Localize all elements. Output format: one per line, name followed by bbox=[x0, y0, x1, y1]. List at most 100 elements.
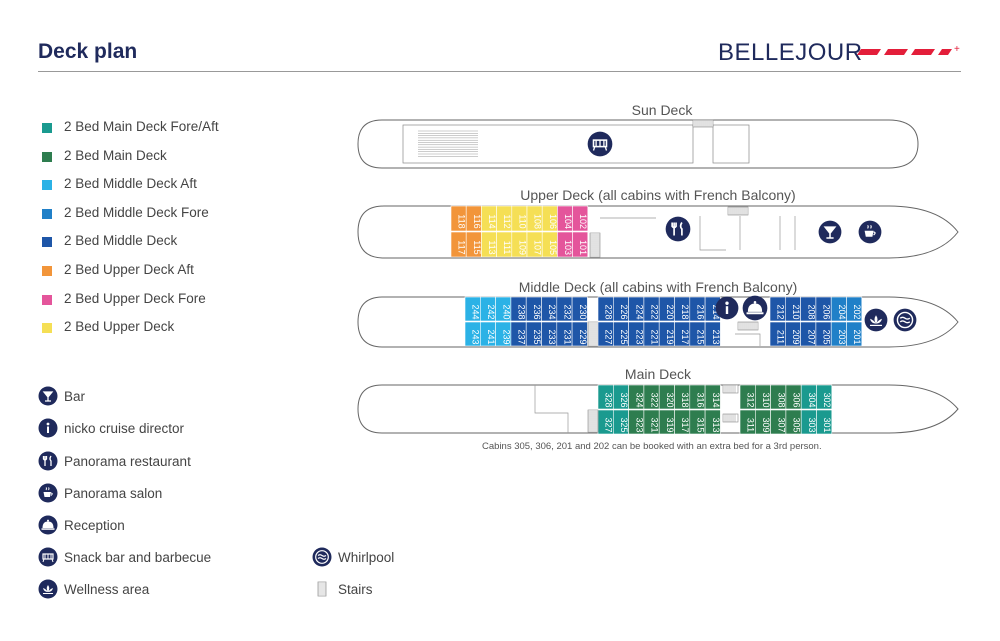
sun-deck-area bbox=[402, 124, 694, 164]
cabin: 211 bbox=[769, 321, 786, 347]
cabin-number: 117 bbox=[457, 240, 467, 254]
lotus-icon bbox=[864, 308, 888, 332]
cabin: 226 bbox=[612, 296, 629, 322]
cabin-number: 105 bbox=[548, 240, 558, 255]
cabin-number: 311 bbox=[746, 418, 756, 432]
cabin: 107 bbox=[526, 231, 543, 258]
cabin-number: 213 bbox=[711, 329, 721, 344]
cabin: 201 bbox=[846, 321, 862, 347]
stairs-icon bbox=[727, 206, 749, 216]
cabin-number: 242 bbox=[486, 304, 496, 319]
stairs-icon bbox=[692, 119, 714, 128]
cabin-number: 312 bbox=[746, 392, 756, 407]
cabin-number: 317 bbox=[680, 417, 690, 432]
cabin-number: 238 bbox=[517, 304, 527, 319]
cabin: 217 bbox=[674, 321, 690, 347]
cabin: 216 bbox=[689, 296, 705, 322]
cabin-number: 104 bbox=[563, 214, 573, 229]
cabin-number: 323 bbox=[634, 417, 644, 432]
cabin-number: 115 bbox=[472, 240, 482, 254]
legend-label: 2 Bed Main Deck bbox=[64, 147, 167, 163]
cabin: 225 bbox=[612, 321, 629, 347]
cabin: 219 bbox=[658, 321, 675, 347]
cabin: 204 bbox=[830, 296, 847, 322]
legend-swatch bbox=[42, 208, 52, 219]
cabin: 234 bbox=[541, 296, 557, 322]
cabin: 315 bbox=[689, 409, 705, 435]
cabin: 320 bbox=[658, 384, 675, 410]
stairs-icon bbox=[587, 321, 599, 347]
cabin-number: 202 bbox=[852, 304, 862, 319]
cabin: 110 bbox=[511, 205, 527, 232]
legend-label: 2 Bed Main Deck Fore/Aft bbox=[64, 119, 219, 134]
cabin: 231 bbox=[556, 321, 572, 347]
cabin-number: 326 bbox=[619, 392, 629, 407]
bell-icon bbox=[742, 295, 768, 321]
cabin: 229 bbox=[571, 321, 588, 347]
cabin: 310 bbox=[754, 384, 771, 410]
cabin: 323 bbox=[628, 409, 644, 435]
cabin: 215 bbox=[689, 321, 705, 347]
cabin-number: 239 bbox=[501, 329, 511, 344]
cabin-cell bbox=[571, 321, 588, 347]
cabin: 118 bbox=[450, 205, 467, 232]
facility-label: Panorama restaurant bbox=[64, 454, 191, 469]
cabin: 316 bbox=[689, 384, 705, 410]
cabin: 232 bbox=[556, 296, 572, 322]
cabin-number: 237 bbox=[517, 329, 527, 344]
cabin: 244 bbox=[464, 296, 481, 322]
cabin-cell bbox=[704, 409, 721, 435]
cabin-number: 216 bbox=[695, 304, 705, 319]
cutlery-icon bbox=[665, 216, 691, 242]
legend-label: 2 Bed Middle Deck Aft bbox=[64, 176, 197, 192]
extra-bed-note: Cabins 305, 306, 201 and 202 can be book… bbox=[482, 441, 822, 452]
facility-label: Snack bar and barbecue bbox=[64, 550, 212, 565]
cabin-number: 322 bbox=[650, 392, 660, 407]
cabin-number: 219 bbox=[665, 329, 675, 344]
cabin: 328 bbox=[597, 384, 614, 410]
facility-label: Wellness area bbox=[64, 582, 150, 597]
cabin-number: 225 bbox=[619, 329, 629, 344]
facility-label: Whirlpool bbox=[338, 550, 395, 565]
cabin: 306 bbox=[785, 384, 802, 410]
cabin: 222 bbox=[643, 296, 660, 322]
deck-label: Middle Deck (all cabins with French Balc… bbox=[519, 279, 798, 295]
legend-label: 2 Bed Upper Deck bbox=[64, 319, 175, 335]
cabin-cell bbox=[572, 231, 589, 258]
cabin-cell bbox=[704, 384, 721, 410]
upper-deck-walls bbox=[600, 216, 796, 251]
cabin: 309 bbox=[754, 409, 771, 435]
cabin: 117 bbox=[450, 231, 467, 258]
cabin: 112 bbox=[496, 205, 512, 232]
cabin: 116 bbox=[465, 205, 482, 232]
cabin: 103 bbox=[557, 231, 573, 258]
sun-deck-shelter bbox=[712, 124, 750, 164]
cabin-number: 303 bbox=[807, 417, 817, 432]
stairs-icon bbox=[722, 413, 739, 423]
cabin-number: 103 bbox=[563, 240, 573, 255]
cabin: 307 bbox=[770, 409, 786, 435]
cabin: 314 bbox=[704, 384, 721, 410]
cabin-number: 222 bbox=[650, 304, 660, 319]
cabin-number: 231 bbox=[562, 329, 572, 344]
stairs-icon bbox=[737, 321, 759, 331]
cabin-cell bbox=[572, 205, 589, 232]
cabin-number: 220 bbox=[665, 304, 675, 319]
cabin-number: 227 bbox=[604, 329, 614, 344]
cabin-number: 223 bbox=[634, 329, 644, 344]
cabin-cell bbox=[571, 296, 588, 322]
cabin: 104 bbox=[557, 205, 573, 232]
cabin: 109 bbox=[511, 231, 527, 258]
cabin: 319 bbox=[658, 409, 675, 435]
brand-logo: BELLEJOUR bbox=[718, 39, 863, 66]
cabin: 221 bbox=[643, 321, 660, 347]
cabin-number: 229 bbox=[578, 329, 588, 344]
svg-text:+: + bbox=[954, 45, 960, 55]
legend-label: 2 Bed Upper Deck Fore bbox=[64, 290, 206, 306]
cabin-number: 205 bbox=[822, 329, 832, 344]
cabin: 240 bbox=[495, 296, 511, 322]
cabin: 242 bbox=[479, 296, 496, 322]
cabin-number: 210 bbox=[791, 304, 801, 319]
stairs-icon bbox=[589, 232, 601, 258]
cabin-number: 218 bbox=[680, 304, 690, 319]
